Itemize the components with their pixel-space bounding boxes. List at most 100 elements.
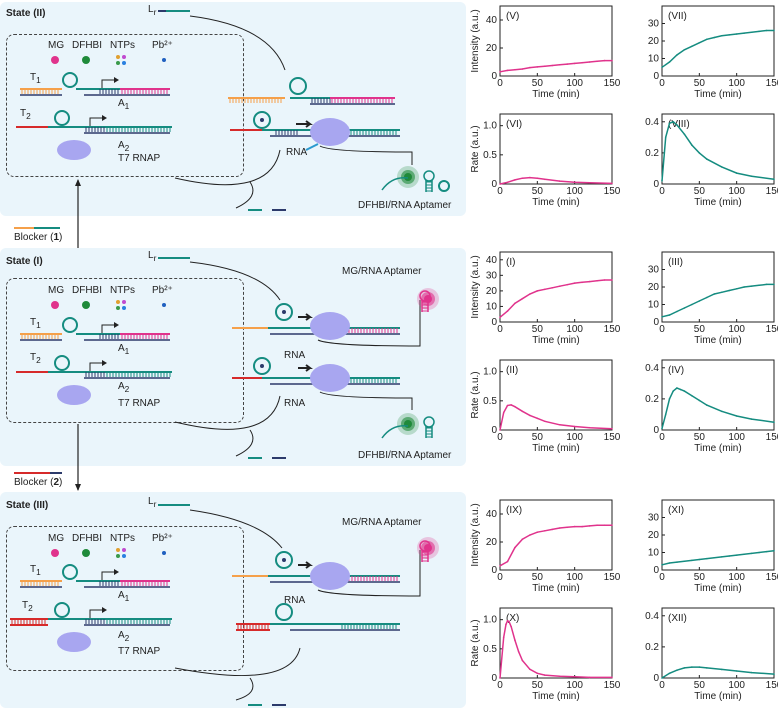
pb-label: Pb²⁺: [152, 533, 173, 544]
pb-dot: [162, 58, 166, 62]
data-point: [765, 29, 768, 32]
data-point: [581, 281, 583, 284]
chart-frame: [499, 607, 613, 679]
data-point: [521, 659, 524, 662]
data-point: [499, 565, 501, 567]
state-title-1: State (I): [6, 256, 43, 267]
lr-label: Lr: [148, 496, 157, 509]
a1-right-ticks: [331, 98, 393, 103]
data-point: [683, 133, 686, 136]
data-point: [529, 66, 531, 69]
data-point: [521, 538, 524, 540]
data-point: [603, 279, 606, 281]
data-point: [713, 36, 716, 39]
x-tick-label: 50: [694, 572, 706, 583]
x-axis-label: Time (min): [532, 583, 579, 594]
rna-to-mg-arrow-s3: [317, 550, 421, 597]
series-line: [661, 283, 774, 318]
chart-frame: [499, 359, 613, 431]
ntps-dots: [116, 548, 126, 558]
a2-label: A2: [118, 630, 130, 643]
data-point: [720, 291, 723, 294]
panel-id-label: (VI): [506, 119, 522, 130]
x-axis-label: Time (min): [694, 443, 741, 454]
t1-ticks: [21, 581, 59, 586]
x-tick-label: 50: [694, 680, 706, 691]
aptamer-label: DFHBI/RNA Aptamer: [358, 450, 452, 461]
x-tick-label: 50: [532, 186, 544, 197]
y-axis-label: Intensity (a.u.): [470, 9, 481, 72]
data-point: [773, 421, 775, 424]
series-line: [499, 524, 612, 567]
a1-promoter-arrow: [101, 77, 119, 88]
data-point: [506, 310, 509, 312]
y-tick-label: 0: [653, 565, 659, 576]
data-point: [661, 315, 663, 318]
data-point: [728, 555, 730, 557]
t7-rnap: [57, 140, 91, 160]
data-point: [676, 124, 678, 126]
data-point: [735, 172, 738, 174]
data-point: [750, 671, 753, 674]
x-axis-label: Time (min): [532, 89, 579, 100]
y-tick-label: 20: [486, 286, 498, 297]
data-point: [611, 676, 613, 679]
data-point: [514, 302, 516, 305]
data-point: [506, 620, 509, 622]
data-point: [536, 290, 539, 292]
y-tick-label: 0.4: [645, 363, 659, 374]
a1-promoter-ticks: [99, 581, 119, 586]
dfhbi-aptamer-hairpin: [423, 170, 435, 192]
y-axis-label: Rate (a.u.): [470, 125, 481, 172]
t2-s3-ticks: [237, 624, 269, 629]
data-point: [750, 285, 753, 287]
series-line: [661, 29, 774, 68]
rnap-s1-b: [310, 364, 350, 392]
data-point: [611, 428, 613, 430]
rna-label: RNA: [286, 147, 308, 158]
series-line: [661, 550, 775, 566]
data-point: [668, 672, 671, 675]
x-axis-label: Time (min): [694, 335, 741, 346]
a2-promoter-ticks: [85, 127, 105, 132]
x-tick-label: 50: [532, 324, 544, 335]
panel-id-label: (X): [506, 613, 519, 624]
data-point: [596, 60, 598, 63]
data-point: [506, 404, 509, 407]
data-point: [566, 63, 568, 65]
dfhbi-aptamer-hairpin-s1: [423, 416, 435, 438]
data-point: [544, 288, 546, 291]
data-point: [661, 66, 663, 69]
data-point: [558, 64, 561, 66]
a1-label: A1: [118, 98, 130, 111]
data-point: [581, 61, 583, 64]
y-tick-label: 20: [648, 530, 660, 541]
data-point: [566, 283, 568, 286]
data-point: [544, 674, 546, 676]
t2-loop: [54, 602, 70, 618]
state-title-2: State (II): [6, 8, 46, 19]
data-point: [683, 48, 686, 51]
data-point: [691, 559, 693, 562]
a2-promoter-ticks: [85, 372, 105, 377]
data-point: [603, 524, 606, 526]
y-tick-label: 0: [653, 317, 659, 328]
t1-loop: [62, 72, 78, 88]
waste-arrow-state2: [235, 181, 254, 209]
x-tick-label: 100: [728, 432, 745, 443]
data-point: [743, 32, 745, 34]
x-tick-label: 0: [659, 186, 665, 197]
y-tick-label: 30: [648, 513, 660, 524]
data-point: [706, 557, 708, 560]
data-point: [529, 414, 531, 417]
series-line: [661, 120, 775, 181]
t1-loop: [62, 317, 78, 333]
x-tick-label: 0: [659, 572, 665, 583]
data-point: [521, 68, 524, 70]
data-point: [698, 152, 701, 154]
a2-ticks: [106, 372, 171, 377]
